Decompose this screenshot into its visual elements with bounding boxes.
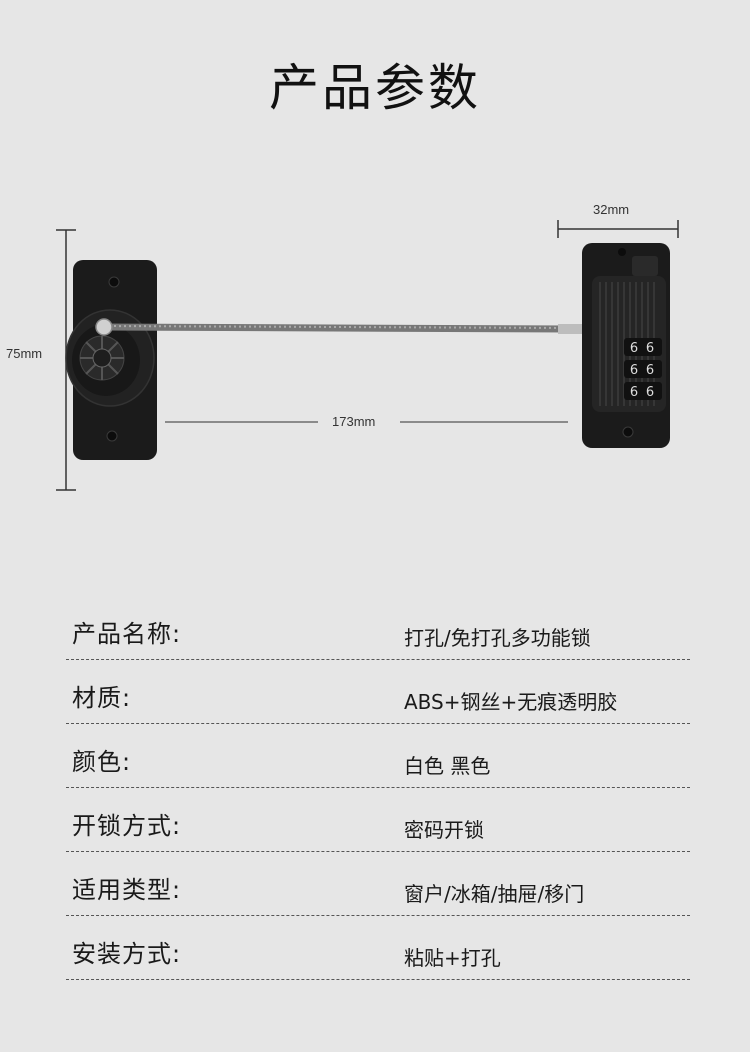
spec-row: 颜色: 白色 黑色 <box>66 724 690 788</box>
dial-digit: 6 <box>630 385 638 400</box>
length-dimension-label: 173mm <box>328 414 380 429</box>
product-diagram: 6 6 6 6 6 6 32mm 75mm 173mm <box>0 190 750 510</box>
dial-digit: 6 <box>646 341 654 356</box>
spec-list: 产品名称: 打孔/免打孔多功能锁 材质: ABS+钢丝+无痕透明胶 颜色: 白色… <box>66 596 690 980</box>
page-title: 产品参数 <box>269 59 481 117</box>
spec-value: 窗户/冰箱/抽屉/移门 <box>404 882 585 906</box>
spec-value: 白色 黑色 <box>404 754 491 778</box>
spec-row: 开锁方式: 密码开锁 <box>66 788 690 852</box>
spec-row: 适用类型: 窗户/冰箱/抽屉/移门 <box>66 852 690 916</box>
product-illustration: 6 6 6 6 6 6 <box>56 220 679 491</box>
dial-digit: 6 <box>646 385 654 400</box>
steel-cable <box>95 318 588 336</box>
spec-row: 安装方式: 粘贴+打孔 <box>66 916 690 980</box>
height-dimension-label: 75mm <box>6 346 43 361</box>
spec-value: ABS+钢丝+无痕透明胶 <box>404 690 618 714</box>
spec-value: 打孔/免打孔多功能锁 <box>404 626 591 650</box>
spec-value: 密码开锁 <box>404 818 484 842</box>
spec-label: 安装方式: <box>72 940 182 968</box>
spec-row: 产品名称: 打孔/免打孔多功能锁 <box>66 596 690 660</box>
width-dimension-line <box>557 220 679 238</box>
spec-label: 材质: <box>72 684 132 712</box>
dial-digit: 6 <box>630 341 638 356</box>
width-dimension-label: 32mm <box>593 202 630 217</box>
spec-value: 粘贴+打孔 <box>404 946 501 970</box>
spec-label: 产品名称: <box>72 620 182 648</box>
spec-label: 适用类型: <box>72 876 182 904</box>
spec-label: 颜色: <box>72 748 132 776</box>
spec-label: 开锁方式: <box>72 812 182 840</box>
dial-digit: 6 <box>630 363 638 378</box>
dial-digit: 6 <box>646 363 654 378</box>
knob-icon <box>79 335 125 381</box>
spec-row: 材质: ABS+钢丝+无痕透明胶 <box>66 660 690 724</box>
combination-dials: 6 6 6 6 6 6 <box>624 338 662 400</box>
